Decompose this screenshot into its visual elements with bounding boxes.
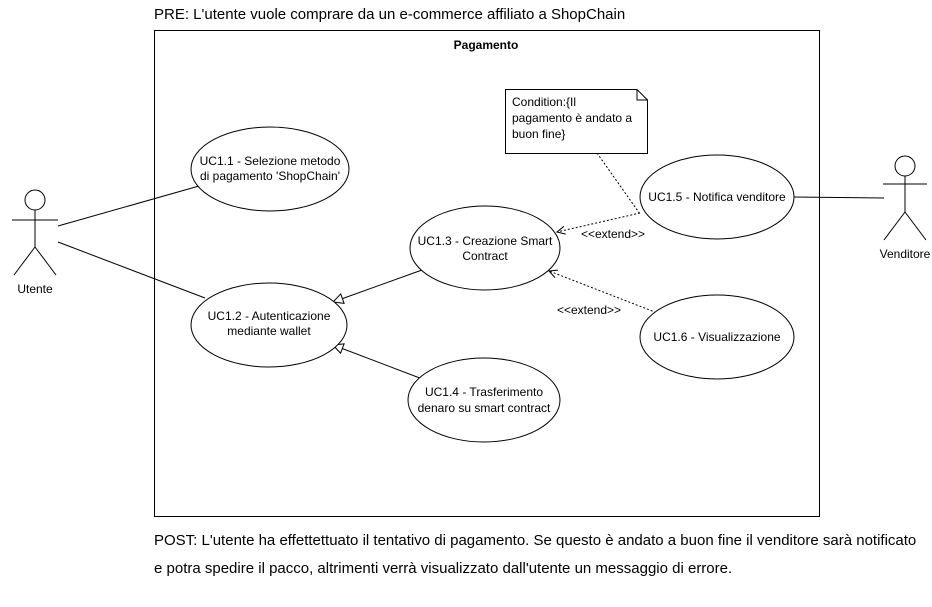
actor-venditore[interactable] [883,155,927,241]
uc12-line-1: UC1.2 - Autenticazione [208,309,331,323]
uc13-line-2: Contract [462,249,508,263]
precondition-text: PRE: L'utente vuole comprare da un e-com… [154,6,626,23]
note-line-2: pagamento è andato a [512,111,632,125]
use-case-uc13[interactable]: UC1.3 - Creazione Smart Contract [409,205,561,291]
uc16-line-1: UC1.6 - Visualizzazione [653,330,780,344]
uc14-line-1: UC1.4 - Trasferimento [425,385,543,399]
use-case-uc16[interactable]: UC1.6 - Visualizzazione [639,294,795,380]
use-case-uc11[interactable]: UC1.1 - Selezione metodo di pagamento 'S… [190,126,350,212]
association-utente-uc12 [57,241,206,299]
note-anchor-line [596,152,641,215]
extend-label-a: <<extend>> [581,227,645,241]
note-line-1: Condition:{Il [512,95,576,109]
system-title: Pagamento [454,38,519,52]
uc13-line-1: UC1.3 - Creazione Smart [418,234,553,248]
postcondition-text: POST: L'utente ha effettettuato il tenta… [154,532,917,577]
note-line-3: buon fine} [512,127,565,141]
uc14-line-2: denaro su smart contract [418,401,551,415]
arrow-uc14-to-uc12 [333,345,426,381]
use-case-uc14[interactable]: UC1.4 - Trasferimento denaro su smart co… [407,357,561,443]
use-case-uc12[interactable]: UC1.2 - Autenticazione mediante wallet [190,282,348,368]
use-case-uc15[interactable]: UC1.5 - Notifica venditore [639,154,795,240]
actor-utente[interactable] [12,189,58,276]
condition-note: Condition:{Il pagamento è andato a buon … [505,89,648,154]
association-utente-uc11 [57,185,200,227]
uc11-line-2: di pagamento 'ShopChain' [200,169,340,183]
uc12-line-2: mediante wallet [227,324,311,338]
association-uc15-venditore [793,196,885,199]
actor-utente-label: Utente [17,282,53,296]
uc15-line-1: UC1.5 - Notifica venditore [648,190,786,204]
arrow-uc13-to-uc12 [333,269,423,302]
actor-venditore-label: Venditore [880,247,931,261]
uc11-line-1: UC1.1 - Selezione metodo [200,154,341,168]
extend-label-b: <<extend>> [557,303,621,317]
